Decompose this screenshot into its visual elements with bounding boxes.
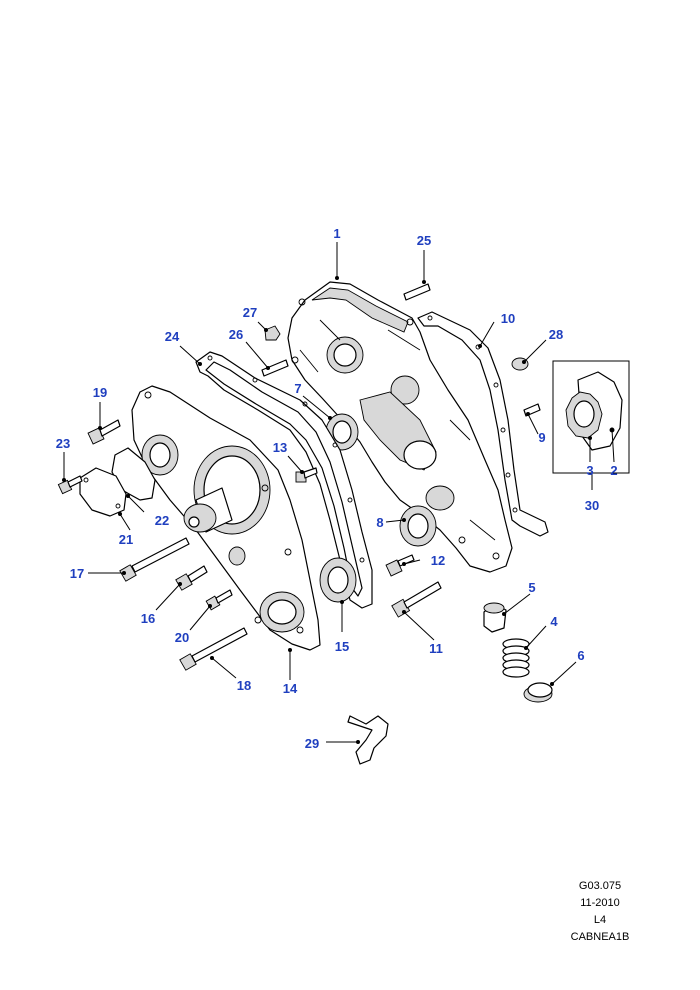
part-5-plug (483, 602, 507, 633)
part-11-bolt (391, 581, 442, 618)
catalog-code: CABNEA1B (570, 931, 630, 943)
drawing-number: G03.075 (578, 880, 622, 892)
callout-24: 24 (165, 329, 180, 344)
part-6-cap (523, 682, 553, 703)
callout-10: 10 (501, 311, 515, 326)
part-17-bolt (119, 537, 190, 582)
part-25-stud (403, 283, 431, 301)
callout-13: 13 (273, 440, 287, 455)
callout-4: 4 (550, 614, 558, 629)
callout-14: 14 (283, 681, 298, 696)
callout-26: 26 (229, 327, 243, 342)
drawing-info: G03.075 11-2010 L4 CABNEA1B (540, 878, 660, 946)
engine-code: L4 (593, 914, 607, 926)
part-15-oil-seal (319, 557, 357, 603)
callout-1: 1 (333, 226, 340, 241)
part-10-gasket (417, 311, 549, 537)
callout-17: 17 (70, 566, 84, 581)
callout-9: 9 (538, 430, 545, 445)
callout-29: 29 (305, 736, 319, 751)
callout-21: 21 (119, 532, 133, 547)
callout-23: 23 (56, 436, 70, 451)
drawing-date: 11-2010 (580, 897, 620, 909)
part-19-bolt (87, 419, 121, 445)
part-13-bolt (295, 467, 318, 483)
callout-2: 2 (610, 463, 617, 478)
part-23-bolt (57, 475, 83, 495)
callout-19: 19 (93, 385, 107, 400)
callout-15: 15 (335, 639, 349, 654)
callout-16: 16 (141, 611, 155, 626)
part-8-oil-seal (399, 505, 437, 547)
callout-22: 22 (155, 513, 169, 528)
callout-30: 30 (585, 498, 599, 513)
part-30-inset (552, 360, 630, 474)
part-4-spring (502, 638, 530, 678)
part-18-bolt (179, 627, 248, 671)
callouts: 1 2 3 4 5 6 7 8 9 10 11 12 13 14 15 16 1… (56, 226, 618, 751)
callout-20: 20 (175, 630, 189, 645)
leader-lines (62, 242, 615, 744)
callout-11: 11 (429, 641, 443, 656)
callout-7: 7 (294, 381, 301, 396)
callout-8: 8 (376, 515, 383, 530)
part-14-timing-cover (131, 385, 321, 651)
callout-28: 28 (549, 327, 563, 342)
callout-5: 5 (528, 580, 535, 595)
callout-12: 12 (431, 553, 445, 568)
callout-27: 27 (243, 305, 257, 320)
part-27-nut (264, 325, 281, 341)
part-1-front-housing (287, 281, 513, 573)
callout-3: 3 (586, 463, 593, 478)
part-26-stud (261, 359, 289, 377)
part-16-stud (175, 565, 208, 591)
part-21-cover-plate (79, 467, 127, 517)
part-29-bracket (347, 715, 389, 765)
part-3-rotor-gear (565, 391, 603, 439)
part-12-bolt (385, 554, 415, 577)
callout-6: 6 (577, 648, 584, 663)
callout-18: 18 (237, 678, 251, 693)
callout-25: 25 (417, 233, 431, 248)
